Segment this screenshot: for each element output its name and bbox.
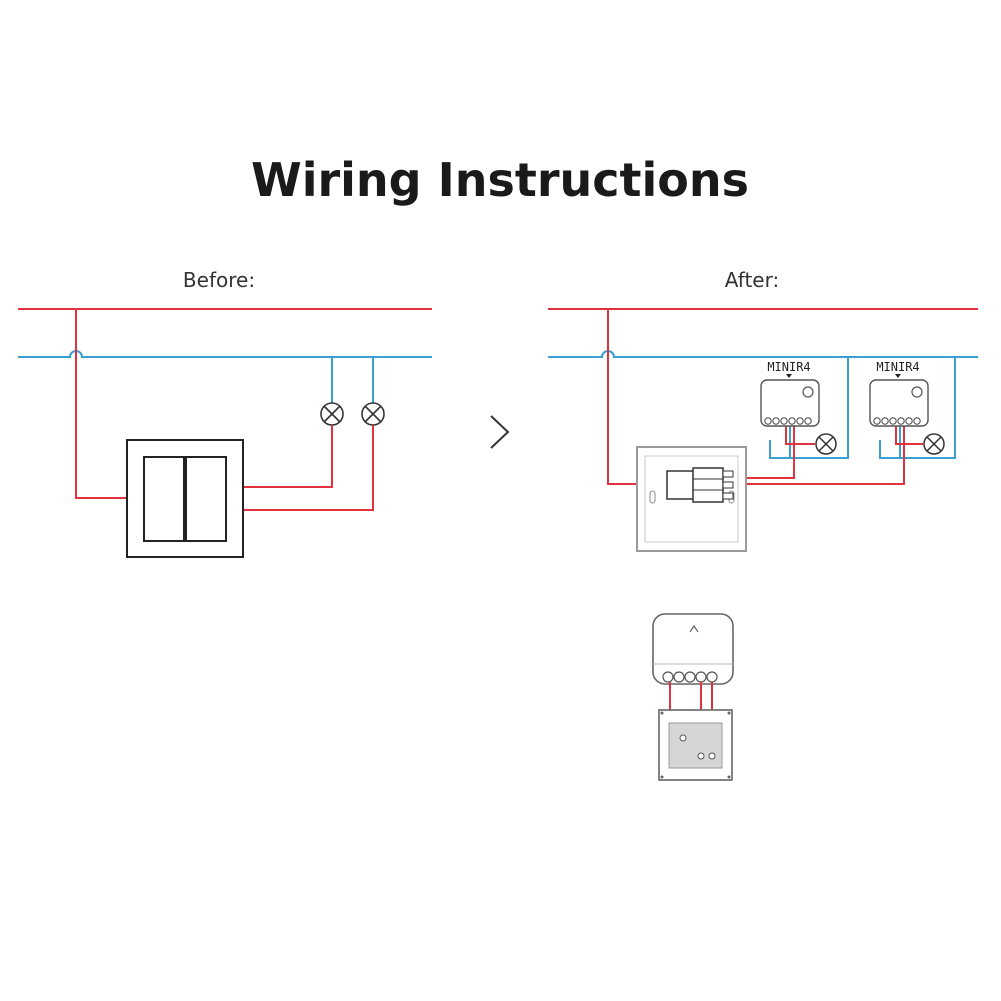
lamp-icon [923,433,945,455]
double-wall-switch [126,439,244,558]
lamp-icon [361,402,385,426]
before-live-drop [75,309,128,499]
after-neutral-drop-1 [769,357,849,459]
detail-terminal [679,734,687,742]
module-terminals [662,671,718,683]
minir4-module-body [652,613,734,685]
after-module-1-output [785,426,815,445]
before-switched-live-2 [243,425,374,511]
after-neutral-line [548,350,978,358]
triangle-icon [786,374,792,378]
module-label: MINIR4 [876,360,919,374]
minir4-module-1: MINIR4 [760,360,820,427]
detail-screw [660,711,664,715]
wire-connector [666,467,734,503]
before-neutral-line [18,350,432,358]
after-live-to-module-2 [735,426,905,485]
after-module-2-output [895,426,923,445]
detail-screw [727,711,731,715]
detail-screw [660,775,664,779]
detail-terminal [697,752,705,760]
before-switched-live-1 [243,425,333,488]
before-label: Before: [183,268,255,292]
page-title: Wiring Instructions [251,153,749,207]
module-label: MINIR4 [767,360,810,374]
detail-terminal [708,752,716,760]
wall-box-with-connector [636,446,747,552]
lamp-icon [815,433,837,455]
triangle-icon [895,374,901,378]
module-installation-detail [652,613,734,781]
after-panel: After: MINIR4 [548,268,978,552]
detail-screw [727,775,731,779]
after-label: After: [725,268,779,292]
triangle-icon [689,624,699,633]
minir4-module-2: MINIR4 [869,360,929,427]
lamp-icon [320,402,344,426]
detail-switch-mechanism [668,722,723,769]
after-neutral-drop-2 [879,357,956,459]
chevron-right-icon [490,415,510,449]
before-panel: Before: [18,268,432,558]
